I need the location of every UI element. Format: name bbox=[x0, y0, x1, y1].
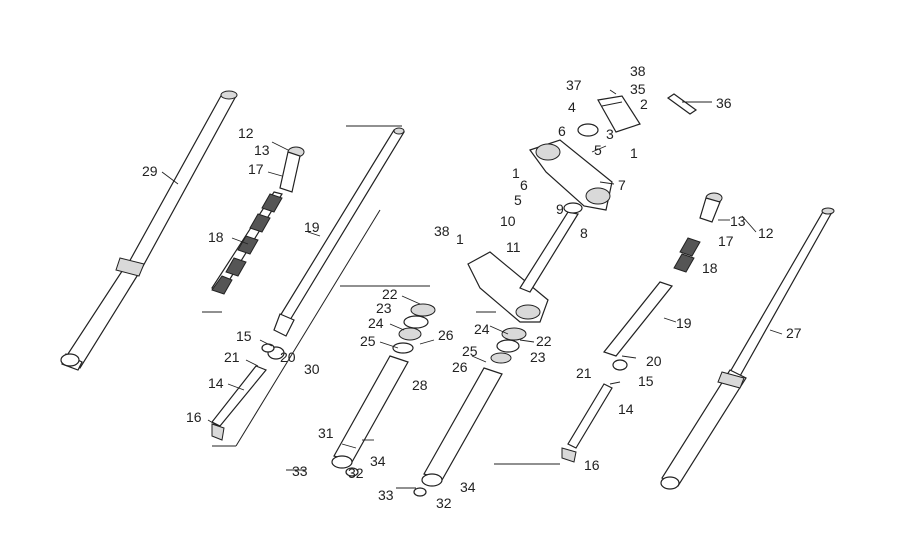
callout-5: 5 bbox=[594, 142, 602, 158]
right-spring-group bbox=[673, 192, 723, 273]
callout-22-right: 22 bbox=[536, 333, 552, 349]
callout-1-right: 1 bbox=[630, 145, 638, 161]
callout-17-right: 17 bbox=[718, 233, 734, 249]
callout-18-right: 18 bbox=[702, 260, 718, 276]
callout-38-top: 38 bbox=[630, 63, 646, 79]
upper-yoke-7 bbox=[529, 139, 613, 211]
callout-35: 35 bbox=[630, 81, 646, 97]
callout-2: 2 bbox=[640, 96, 648, 112]
callout-9: 9 bbox=[556, 201, 564, 217]
callout-labels: 29 12 13 17 18 19 15 20 21 14 16 30 22 2… bbox=[142, 63, 802, 511]
callout-15: 15 bbox=[236, 328, 252, 344]
callout-32: 32 bbox=[348, 465, 364, 481]
right-fork-stanchion-27 bbox=[660, 207, 835, 490]
callout-13: 13 bbox=[254, 142, 270, 158]
callout-33-right: 33 bbox=[378, 487, 394, 503]
callout-21-right: 21 bbox=[576, 365, 592, 381]
callout-12: 12 bbox=[238, 125, 254, 141]
callout-22: 22 bbox=[382, 286, 398, 302]
callout-36: 36 bbox=[716, 95, 732, 111]
callout-4: 4 bbox=[568, 99, 576, 115]
callout-32-right: 32 bbox=[436, 495, 452, 511]
left-inner-tube-19 bbox=[202, 125, 405, 447]
callout-28: 28 bbox=[412, 377, 428, 393]
callout-13-right: 13 bbox=[730, 213, 746, 229]
callout-3: 3 bbox=[606, 126, 614, 142]
right-fork-slider-28 bbox=[396, 311, 527, 497]
callout-7: 7 bbox=[618, 177, 626, 193]
callout-12-right: 12 bbox=[758, 225, 774, 241]
callout-20: 20 bbox=[280, 349, 296, 365]
leader-lines bbox=[161, 89, 783, 449]
callout-26-right: 26 bbox=[452, 359, 468, 375]
left-fork-slider-30 bbox=[286, 285, 436, 477]
callout-21: 21 bbox=[224, 349, 240, 365]
callout-8: 8 bbox=[580, 225, 588, 241]
lower-yoke-11 bbox=[467, 202, 583, 323]
callout-1-left: 1 bbox=[512, 165, 520, 181]
callout-33: 33 bbox=[292, 463, 308, 479]
plate-36 bbox=[666, 93, 698, 115]
callout-19-right: 19 bbox=[676, 315, 692, 331]
left-fork-stanchion-29 bbox=[60, 90, 238, 371]
callout-6: 6 bbox=[558, 123, 566, 139]
callout-18: 18 bbox=[208, 229, 224, 245]
callout-23-right: 23 bbox=[530, 349, 546, 365]
callout-24: 24 bbox=[368, 315, 384, 331]
callout-38: 38 bbox=[434, 223, 450, 239]
callout-20-right: 20 bbox=[646, 353, 662, 369]
callout-31: 31 bbox=[318, 425, 334, 441]
callout-24-right: 24 bbox=[474, 321, 490, 337]
callout-27: 27 bbox=[786, 325, 802, 341]
callout-25-right: 25 bbox=[462, 343, 478, 359]
callout-34-right: 34 bbox=[460, 479, 476, 495]
callout-23: 23 bbox=[376, 300, 392, 316]
callout-14-right: 14 bbox=[618, 401, 634, 417]
callout-37: 37 bbox=[566, 77, 582, 93]
callout-16-right: 16 bbox=[584, 457, 600, 473]
callout-14: 14 bbox=[208, 375, 224, 391]
callout-25: 25 bbox=[360, 333, 376, 349]
callout-19: 19 bbox=[304, 219, 320, 235]
callout-15-right: 15 bbox=[638, 373, 654, 389]
callout-11: 11 bbox=[506, 239, 521, 255]
callout-16: 16 bbox=[186, 409, 202, 425]
callout-1: 1 bbox=[456, 231, 464, 247]
callout-29: 29 bbox=[142, 163, 158, 179]
callout-17: 17 bbox=[248, 161, 264, 177]
callout-26: 26 bbox=[438, 327, 454, 343]
callout-6-lower: 6 bbox=[520, 177, 528, 193]
callout-5-lower: 5 bbox=[514, 192, 522, 208]
callout-34: 34 bbox=[370, 453, 386, 469]
right-inner-tube-19 bbox=[494, 281, 674, 465]
callout-30: 30 bbox=[304, 361, 320, 377]
callout-10: 10 bbox=[500, 213, 516, 229]
